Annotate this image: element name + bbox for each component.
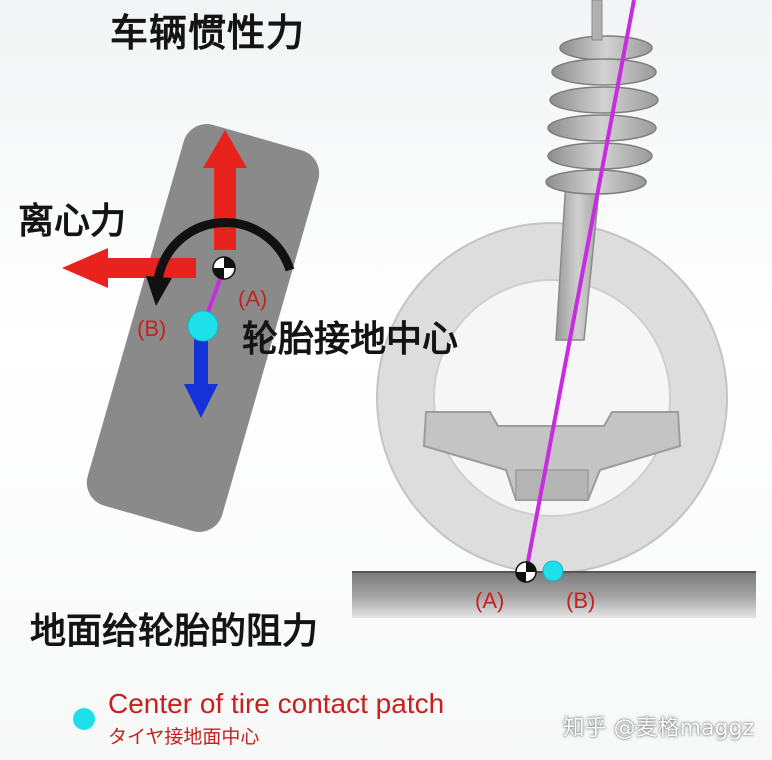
lower-control-arm (422, 411, 682, 501)
point-b-label-left: (B) (137, 316, 167, 341)
point-b-label-right: (B) (566, 588, 596, 613)
contact-patch-center-right (542, 560, 564, 582)
legend-english-text: Center of tire contact patch (108, 688, 445, 719)
contact-patch-center-left (187, 310, 219, 342)
kingpin-ground-point-right (515, 561, 537, 583)
self-aligning-torque-arc (153, 218, 295, 281)
legend-japanese-text: タイヤ接地面中心 (108, 726, 260, 748)
coil-spring (545, 35, 659, 195)
watermark: 知乎 @麦格maggz (562, 716, 754, 741)
legend-contact-patch-dot (73, 708, 95, 730)
resistance-force-arrow (184, 336, 218, 418)
wheel-front-view (376, 0, 728, 574)
kingpin-axis-right (524, 0, 636, 573)
point-a-label-right: (A) (475, 588, 505, 613)
contact-center-label: 轮胎接地中心 (242, 319, 459, 360)
kingpin-ground-point-left (212, 256, 236, 280)
point-a-label-left: (A) (238, 286, 268, 311)
centrifugal-force-label: 离心力 (18, 201, 127, 242)
torque-arc-arrowhead (146, 276, 172, 306)
ground-resistance-label: 地面给轮胎的阻力 (30, 611, 319, 652)
inertia-force-label: 车辆惯性力 (110, 11, 306, 55)
strut-rod (591, 0, 603, 41)
